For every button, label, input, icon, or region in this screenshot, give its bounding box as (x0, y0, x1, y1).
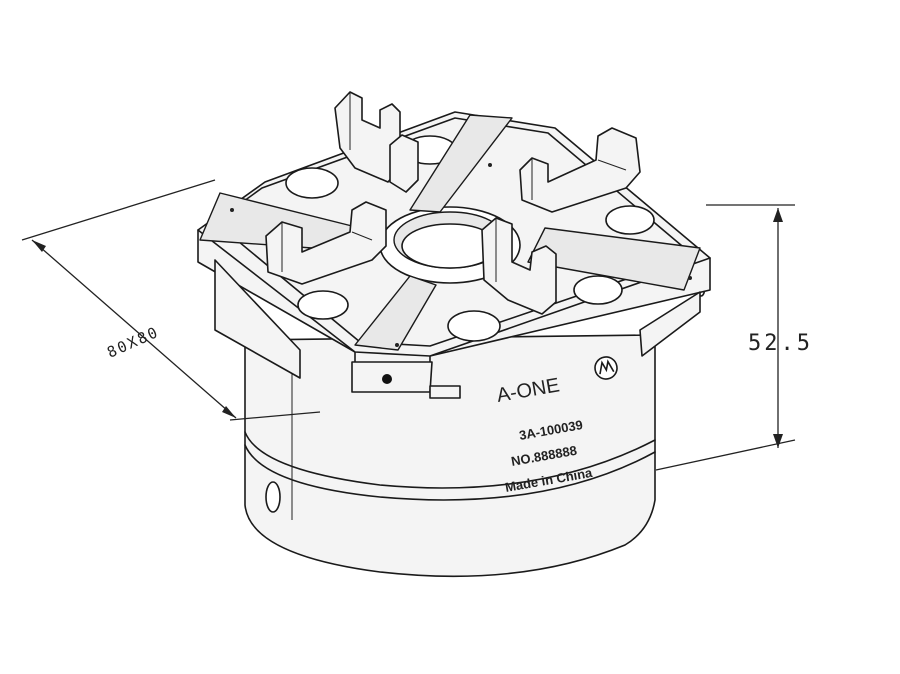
height-dimension: 52.5 (655, 204, 813, 471)
a-one-logo-icon (594, 356, 618, 380)
jaw-bottom (481, 217, 557, 315)
side-bolt-hole-lower (265, 481, 281, 513)
mounting-hole-bottom (297, 290, 349, 320)
locating-pin-dot (382, 374, 392, 384)
jaws (265, 91, 641, 315)
jaw-left (265, 201, 387, 285)
jaw-top (334, 91, 419, 193)
jaw-right (519, 127, 641, 213)
mounting-hole-left (285, 167, 339, 199)
height-dimension-label: 52.5 (748, 331, 813, 356)
